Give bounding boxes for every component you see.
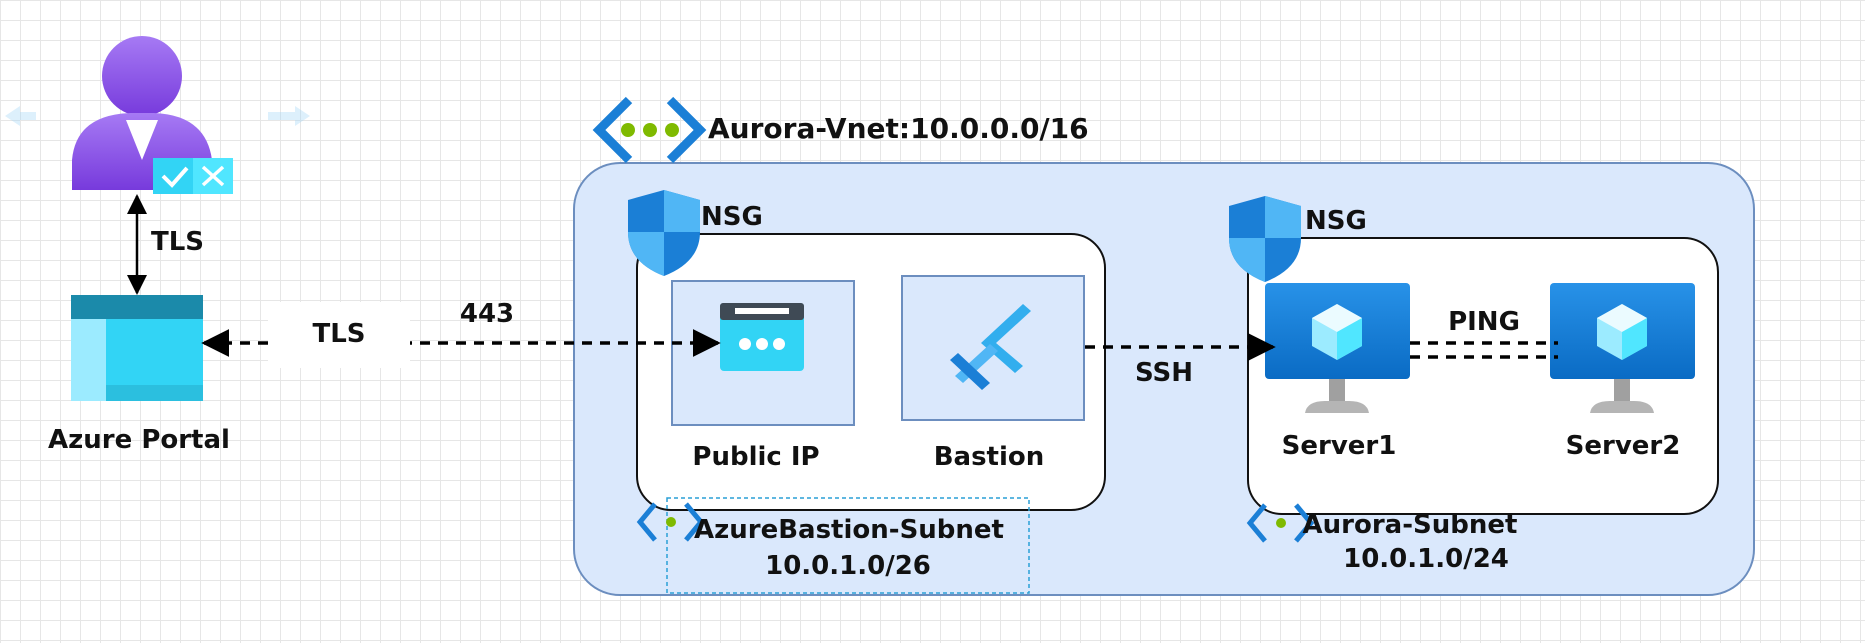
faint-arrow-left-icon [5, 106, 36, 126]
aurora-subnet-name: Aurora-Subnet [1303, 510, 1518, 540]
ssh-label: SSH [1135, 358, 1193, 388]
portal-label: Azure Portal [48, 425, 230, 455]
public-ip-label: Public IP [692, 442, 819, 472]
server2-label: Server2 [1566, 431, 1681, 461]
tls-label-background [268, 302, 410, 368]
aurora-subnet-cidr: 10.0.1.0/24 [1343, 544, 1509, 574]
nsg-label: NSG [1305, 206, 1367, 236]
nsg-shield-icon [628, 190, 700, 276]
ping-label: PING [1448, 307, 1520, 337]
server1-label: Server1 [1282, 431, 1397, 461]
server1-icon[interactable] [1265, 283, 1410, 413]
portal-window-icon[interactable] [71, 295, 203, 401]
user-with-checkmark-icon[interactable] [72, 36, 233, 194]
vnet-label: Aurora-Vnet:10.0.0.0/16 [708, 112, 1089, 145]
faint-arrow-right-icon [268, 106, 310, 126]
bastion-label: Bastion [934, 442, 1045, 472]
subnet-icon [636, 502, 705, 542]
nsg-shield-icon [1229, 196, 1301, 282]
bastion-subnet-cidr: 10.0.1.0/26 [765, 551, 931, 581]
bastion-icon [950, 304, 1031, 390]
subnet-icon [1246, 503, 1315, 543]
user-portal-tls-label: TLS [151, 227, 204, 257]
bastion-subnet-name: AzureBastion-Subnet [694, 515, 1004, 545]
nsg-label: NSG [701, 202, 763, 232]
server2-icon[interactable] [1550, 283, 1695, 413]
bastion-subnet-label-selection[interactable] [666, 497, 1030, 594]
port-443-label: 443 [460, 299, 514, 329]
portal-publicip-tls-label: TLS [312, 319, 365, 349]
vnet-icon [592, 96, 707, 164]
public-ip-icon [720, 303, 804, 371]
